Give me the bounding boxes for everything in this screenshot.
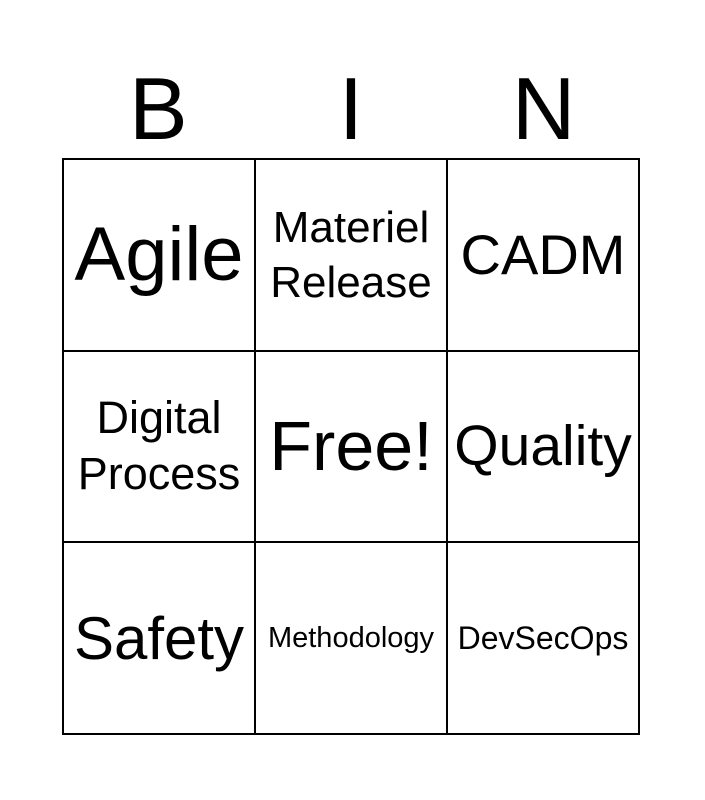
bingo-cell-label: Safety (73, 604, 245, 672)
bingo-cell-methodology[interactable]: Methodology (256, 543, 446, 733)
bingo-cell-quality[interactable]: Quality (448, 351, 638, 542)
bingo-cell-digital-process[interactable]: Digital Process (64, 351, 254, 542)
bingo-cell-label: Digital Process (77, 392, 241, 500)
bingo-header: B I N (62, 65, 640, 153)
bingo-cell-label: Quality (454, 413, 632, 478)
bingo-cell-label: Materiel Release (270, 202, 432, 307)
bingo-cell-free[interactable]: Free! (256, 351, 446, 542)
bingo-card: B I N Agile Materiel Release CADM Digita… (62, 65, 640, 735)
bingo-cell-label: Methodology (267, 622, 435, 655)
header-letter-i: I (338, 59, 364, 158)
header-letter-n: N (511, 59, 576, 158)
bingo-cell-agile[interactable]: Agile (64, 160, 254, 350)
bingo-grid: Agile Materiel Release CADM Digital Proc… (62, 158, 640, 735)
bingo-cell-materiel-release[interactable]: Materiel Release (256, 160, 446, 350)
bingo-cell-label: Agile (74, 212, 244, 298)
header-letter-b: B (128, 59, 188, 158)
bingo-cell-cadm[interactable]: CADM (448, 160, 638, 350)
bingo-cell-devsecops[interactable]: DevSecOps (448, 543, 638, 733)
bingo-cell-label: DevSecOps (457, 620, 629, 657)
bingo-cell-label: Free! (269, 406, 433, 485)
bingo-cell-safety[interactable]: Safety (64, 543, 254, 733)
bingo-cell-label: CADM (460, 222, 626, 286)
